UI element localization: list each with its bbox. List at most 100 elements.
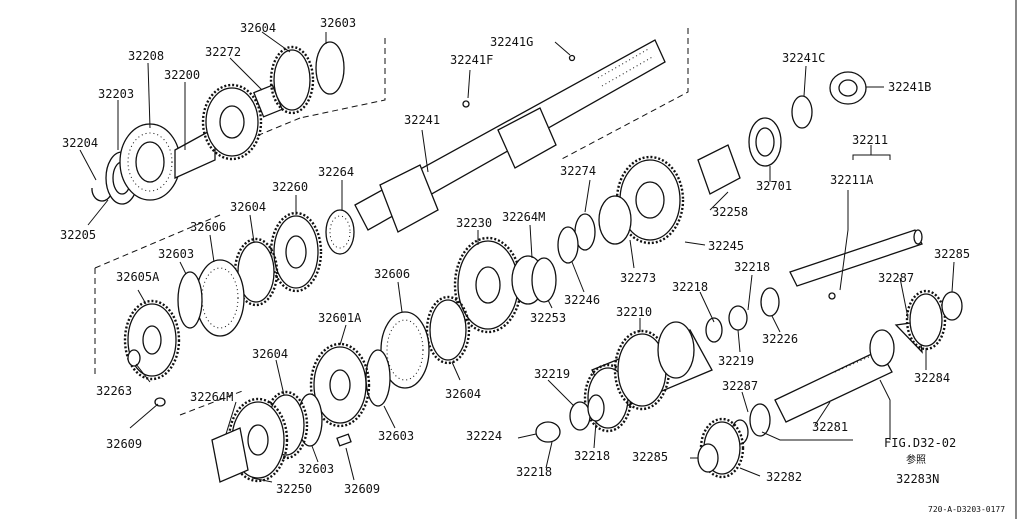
label-32606: 32606 xyxy=(190,220,226,234)
label-32245: 32245 xyxy=(708,239,744,253)
label-32264M: 32264M xyxy=(190,390,233,404)
label-32211: 32211 xyxy=(852,133,888,147)
label-32211A: 32211A xyxy=(830,173,874,187)
synchro-ring-top xyxy=(273,49,311,111)
label-32203: 32203 xyxy=(98,87,134,101)
label-32241C: 32241C xyxy=(782,51,825,65)
spring-32603 xyxy=(177,271,203,329)
label-32226: 32226 xyxy=(762,332,798,346)
label-32260: 32260 xyxy=(272,180,308,194)
part-number-labels: 32604 32603 32208 32272 32200 32203 3220… xyxy=(60,16,970,496)
reverse-shaft-assembly xyxy=(697,289,963,479)
label-32218: 32218 xyxy=(734,260,770,274)
label-32264: 32264 xyxy=(318,165,354,179)
bearing-32219-a xyxy=(728,305,748,331)
label-32241: 32241 xyxy=(404,113,440,127)
leader-lines xyxy=(79,31,955,483)
label-32604: 32604 xyxy=(252,347,288,361)
pin-32211A xyxy=(828,292,836,300)
label-32219: 32219 xyxy=(718,354,754,368)
label-32601A: 32601A xyxy=(318,311,362,325)
lower-left-gear-row xyxy=(211,390,352,483)
ring-32226 xyxy=(760,287,780,317)
label-32603: 32603 xyxy=(298,462,334,476)
label-32204: 32204 xyxy=(62,136,98,150)
label-32218: 32218 xyxy=(574,449,610,463)
label-32263: 32263 xyxy=(96,384,132,398)
sleeve-32606 xyxy=(195,259,245,337)
label-32284: 32284 xyxy=(914,371,950,385)
label-32264M: 32264M xyxy=(502,210,545,224)
label-32230: 32230 xyxy=(456,216,492,230)
label-32604: 32604 xyxy=(445,387,481,401)
label-32603: 32603 xyxy=(378,429,414,443)
label-32274: 32274 xyxy=(560,164,596,178)
label-32241F: 32241F xyxy=(450,53,493,67)
reverse-shaft-32281 xyxy=(774,349,893,423)
figure-reference-note: 参照 xyxy=(906,453,926,466)
label-32205: 32205 xyxy=(60,228,96,242)
label-32285: 32285 xyxy=(934,247,970,261)
label-32210: 32210 xyxy=(616,305,652,319)
input-shaft-assembly xyxy=(91,41,345,205)
label-32603: 32603 xyxy=(158,247,194,261)
ring-32246 xyxy=(557,226,579,264)
label-32609: 32609 xyxy=(344,482,380,496)
bearing-32219-b xyxy=(569,401,591,431)
figure-reference-code: FIG.D32-02 xyxy=(884,436,956,450)
counter-gear-cluster xyxy=(535,287,780,443)
washer-32241C xyxy=(791,95,813,129)
label-32283N: 32283N xyxy=(896,472,939,486)
label-32606: 32606 xyxy=(374,267,410,281)
ring-32285-top xyxy=(941,291,963,321)
label-32250: 32250 xyxy=(276,482,312,496)
label-32281: 32281 xyxy=(812,420,848,434)
counter-shaft xyxy=(354,39,666,233)
idler-shaft xyxy=(789,229,923,300)
label-32701: 32701 xyxy=(756,179,792,193)
synchro-ring-32604-center xyxy=(429,299,467,361)
ring-32285-low xyxy=(697,443,719,473)
ball-32241G xyxy=(568,54,576,62)
bearing-reverse xyxy=(869,329,895,367)
washer-32224 xyxy=(535,421,561,443)
sleeve-32258 xyxy=(697,144,741,195)
middle-gear-row xyxy=(123,209,355,407)
spring-ring-top xyxy=(315,41,345,95)
input-shaft-body xyxy=(174,126,216,180)
spring-32603-center xyxy=(365,349,391,407)
right-end-parts xyxy=(557,71,867,264)
label-32241B: 32241B xyxy=(888,80,931,94)
ball-32241F xyxy=(462,100,470,108)
label-32285: 32285 xyxy=(632,450,668,464)
label-32272: 32272 xyxy=(205,45,241,59)
washer-32218-a xyxy=(705,317,723,343)
bearing-32282-inner xyxy=(749,403,771,437)
washer-32218-b xyxy=(587,394,605,422)
label-32603: 32603 xyxy=(320,16,356,30)
label-32282: 32282 xyxy=(766,470,802,484)
label-32224: 32224 xyxy=(466,429,502,443)
needle-bearing-32264M-low xyxy=(211,427,249,483)
figure-reference: FIG.D32-02 参照 xyxy=(884,436,956,466)
sleeve-32606-center xyxy=(380,311,430,389)
label-32609: 32609 xyxy=(106,437,142,451)
insert-32263 xyxy=(127,349,141,367)
label-32273: 32273 xyxy=(620,271,656,285)
label-32208: 32208 xyxy=(128,49,164,63)
idler-shaft-body xyxy=(789,229,923,287)
label-32241G: 32241G xyxy=(490,35,533,49)
bearing-32273 xyxy=(598,195,632,245)
center-gear-row xyxy=(309,236,557,428)
gear-32284 xyxy=(909,293,943,347)
label-32605A: 32605A xyxy=(116,270,160,284)
label-32218: 32218 xyxy=(672,280,708,294)
label-32604: 32604 xyxy=(230,200,266,214)
counter-gear-c xyxy=(657,321,695,379)
label-32287: 32287 xyxy=(722,379,758,393)
collar-32253 xyxy=(531,257,557,303)
label-32253: 32253 xyxy=(530,311,566,325)
label-32200: 32200 xyxy=(164,68,200,82)
